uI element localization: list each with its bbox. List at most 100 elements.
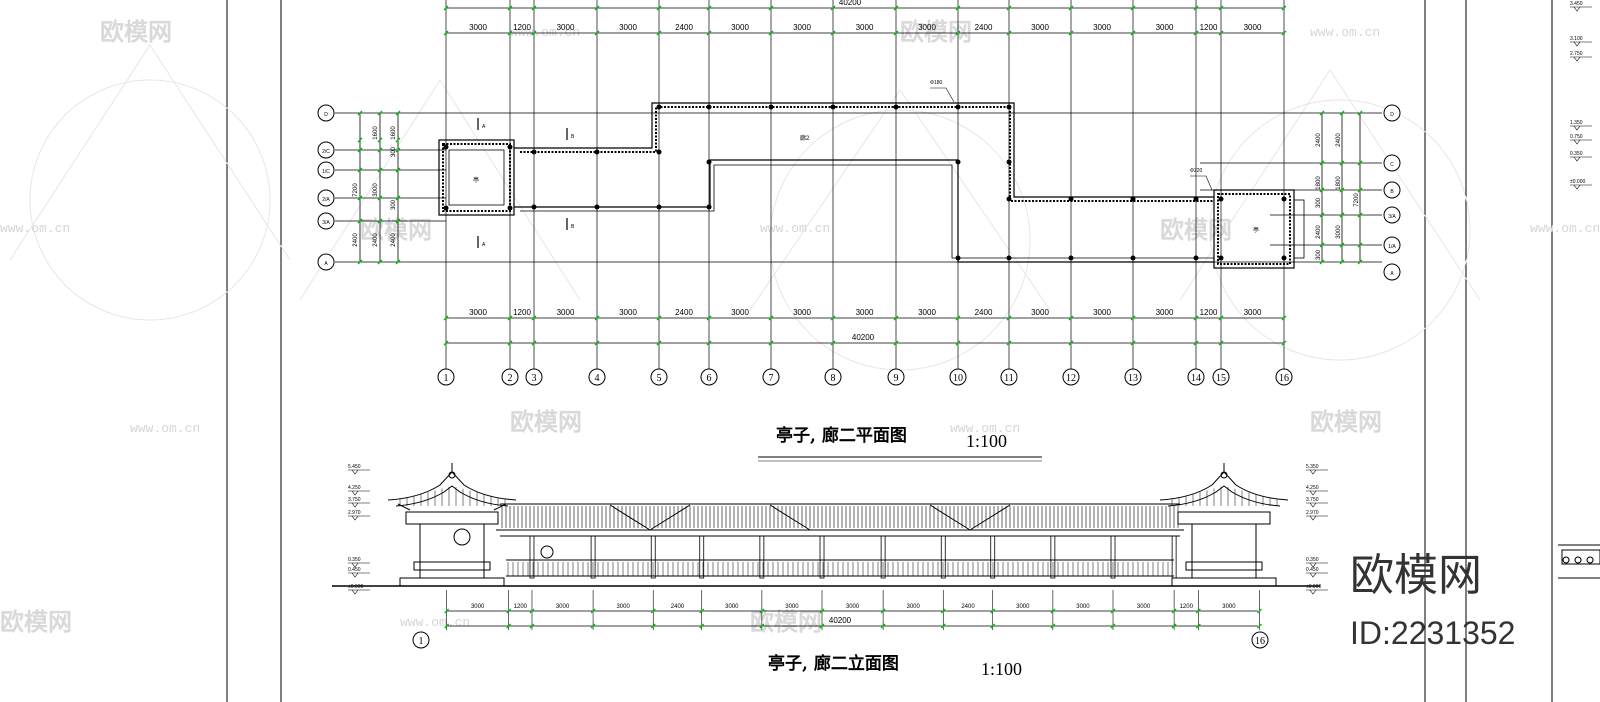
plan-right-dim: 2400: [1336, 133, 1342, 147]
level-triangle: [351, 502, 359, 508]
plan-row-label-left: 2/C: [322, 149, 330, 155]
dim-tick: [656, 340, 662, 346]
dim-tick: [377, 110, 383, 116]
plan-row-bubble-left: [317, 141, 335, 159]
plan-axis-label: 9: [894, 373, 899, 384]
elevation-railing: [507, 562, 1169, 576]
plan-column: [594, 204, 600, 210]
dim-tick: [830, 315, 836, 321]
corridor-ornament: [540, 545, 554, 559]
plan-columns: [443, 104, 1287, 261]
dim-tick: [706, 315, 712, 321]
elevation-span-dim: 1200: [514, 604, 528, 610]
plan-row-label-left: 3/A: [322, 220, 330, 226]
dim-tick: [1110, 623, 1116, 629]
plan-right-dim: 300: [1316, 197, 1322, 208]
dim-tick: [893, 340, 899, 346]
plan-right-dim: 1800: [1316, 176, 1322, 190]
level-triangle: [351, 572, 359, 578]
dim-tick: [506, 623, 512, 629]
elevation-roof-ribs-left: [399, 486, 506, 506]
dim-tick: [1193, 30, 1199, 36]
dim-tick: [893, 30, 899, 36]
dim-tick: [529, 608, 535, 614]
dim-tick: [1218, 30, 1224, 36]
section-mark-b-top: B: [571, 134, 575, 140]
brand-name: 欧模网: [1350, 550, 1482, 601]
dim-tick: [768, 315, 774, 321]
plan-span-dim-bottom: 3000: [856, 308, 874, 317]
plan-row-label-right: B: [1390, 189, 1394, 195]
dim-tick: [1357, 187, 1363, 193]
plan-column: [955, 104, 961, 110]
dim-tick: [590, 608, 596, 614]
dim-tick: [395, 137, 401, 143]
dim-tick: [650, 608, 656, 614]
level-value: 0.450: [348, 567, 361, 573]
watermark-url: www.om.cn: [0, 221, 70, 236]
plan-column: [656, 149, 662, 155]
plan-column: [955, 159, 961, 165]
level-value: 2.970: [348, 510, 361, 516]
plan-axis-label: 1: [444, 373, 449, 384]
plan-span-dim-top: 3000: [557, 23, 575, 32]
dim-tick: [830, 5, 836, 11]
plan-axis-label: 15: [1216, 373, 1226, 384]
plan-span-dim-bottom: 1200: [1200, 308, 1218, 317]
corridor-post: [650, 535, 656, 579]
plan-axis-label: 12: [1066, 373, 1076, 384]
plan-axis-bubble: [1187, 368, 1205, 386]
dim-tick: [1006, 5, 1012, 11]
plan-span-dim-bottom: 1200: [513, 308, 531, 317]
plan-column: [507, 205, 513, 211]
elevation-total-dim: 40200: [829, 616, 852, 625]
corridor-post: [529, 535, 535, 579]
dim-tick: [395, 195, 401, 201]
watermark-layer: 欧模网 欧模网 欧模网 欧模网 欧模网 欧模网 欧模网 欧模网 www.om.c…: [0, 18, 1600, 636]
dim-tick: [507, 30, 513, 36]
dim-tick: [531, 340, 537, 346]
level-value: ±0.000: [1306, 584, 1321, 590]
plan-axis-label: 11: [1004, 373, 1014, 384]
plan-row-label-left: 2/A: [322, 197, 330, 203]
plan-row-label-right: A: [1390, 271, 1394, 277]
level-value: 2.970: [1306, 510, 1319, 516]
plan-axis-bubble: [700, 368, 718, 386]
dim-tick: [880, 623, 886, 629]
plan-span-dim-bottom: 3000: [1093, 308, 1111, 317]
dim-tick: [1195, 608, 1201, 614]
dim-tick: [395, 110, 401, 116]
plan-column: [706, 204, 712, 210]
level-value: 3.750: [1306, 497, 1319, 503]
dim-tick: [531, 30, 537, 36]
plan-row-bubble-left: [317, 212, 335, 230]
plan-column: [443, 205, 449, 211]
level-triangle: [1309, 562, 1317, 568]
brand-id: ID:2231352: [1350, 615, 1515, 651]
dim-tick: [1281, 5, 1287, 11]
dim-tick: [940, 608, 946, 614]
dim-tick: [444, 623, 450, 629]
plan-pavilion-left: [438, 139, 515, 216]
plan-row-bubble-right: [1383, 181, 1401, 199]
watermark-url: www.om.cn: [1310, 25, 1380, 40]
dim-tick: [357, 147, 363, 153]
elevation-span-dim: 3000: [725, 604, 739, 610]
dim-tick: [1339, 160, 1345, 166]
dim-tick: [699, 623, 705, 629]
dim-tick: [1339, 187, 1345, 193]
level-value: 5.450: [348, 464, 361, 470]
dim-tick: [507, 5, 513, 11]
dim-tick: [377, 218, 383, 224]
level-triangle: [1573, 41, 1581, 47]
dim-tick: [990, 608, 996, 614]
plan-row-bubble-right: [1383, 104, 1401, 122]
plan-column: [507, 144, 513, 150]
dim-tick: [444, 608, 450, 614]
plan-right-dim: 300: [1316, 249, 1322, 260]
plan-right-dim: 2400: [1316, 133, 1322, 147]
dim-tick: [706, 5, 712, 11]
watermark-text: 欧模网: [1310, 408, 1382, 436]
